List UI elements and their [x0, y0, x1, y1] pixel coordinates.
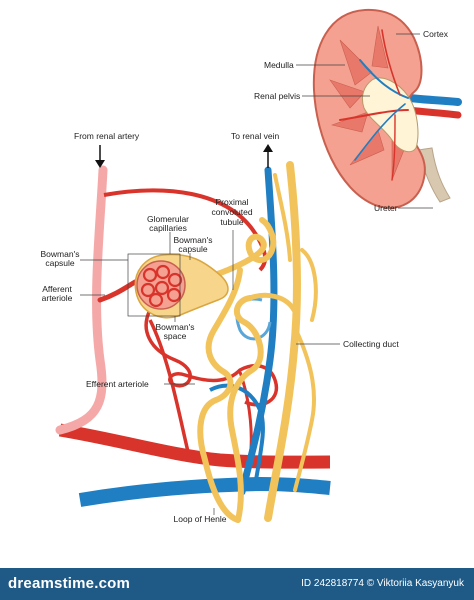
- label-collecting-duct: Collecting duct: [343, 339, 399, 349]
- label-proximal-line2: convoluted: [211, 207, 252, 217]
- renal-corpuscle: [135, 254, 228, 317]
- peritubular-artery: [150, 320, 190, 460]
- footer-brand[interactable]: dreamstime.com: [8, 575, 130, 592]
- label-bowmans-capsule-left-line2: capsule: [45, 258, 75, 268]
- label-efferent-arteriole: Efferent arteriole: [86, 379, 149, 389]
- label-to-renal-vein: To renal vein: [231, 131, 279, 141]
- label-cortex: Cortex: [423, 29, 449, 39]
- bottom-renal-vein: [80, 484, 330, 500]
- renal-vein-branch: [242, 170, 274, 492]
- label-bowmans-capsule-inner-line2: capsule: [178, 244, 208, 254]
- arrow-down-icon: [95, 145, 105, 168]
- label-medulla: Medulla: [264, 60, 294, 70]
- label-ureter: Ureter: [374, 203, 398, 213]
- afferent-arteriole-vessel: [100, 282, 135, 300]
- footer-bar: dreamstime.com ID 242818774 © Viktoriia …: [0, 568, 474, 600]
- label-glomerular-line2: capillaries: [149, 223, 187, 233]
- nephron-diagram: Cortex Medulla Renal pelvis Ureter: [0, 0, 474, 568]
- collecting-branch-2: [302, 250, 316, 320]
- renal-vein-stub: [410, 98, 458, 102]
- label-afferent-line2: arteriole: [42, 293, 73, 303]
- label-bowmans-space-line2: space: [164, 331, 187, 341]
- label-proximal-line1: Proximal: [215, 197, 248, 207]
- label-from-renal-artery: From renal artery: [74, 131, 140, 141]
- label-renal-pelvis: Renal pelvis: [254, 91, 300, 101]
- collecting-branch-3: [275, 175, 290, 260]
- footer-credit: ID 242818774 © Viktoriia Kasyanyuk: [301, 578, 464, 589]
- label-proximal-line3: tubule: [220, 217, 243, 227]
- label-loop-of-henle: Loop of Henle: [174, 514, 227, 524]
- bottom-renal-artery: [60, 430, 330, 462]
- arrow-up-icon: [263, 144, 273, 168]
- kidney-illustration: [314, 10, 458, 208]
